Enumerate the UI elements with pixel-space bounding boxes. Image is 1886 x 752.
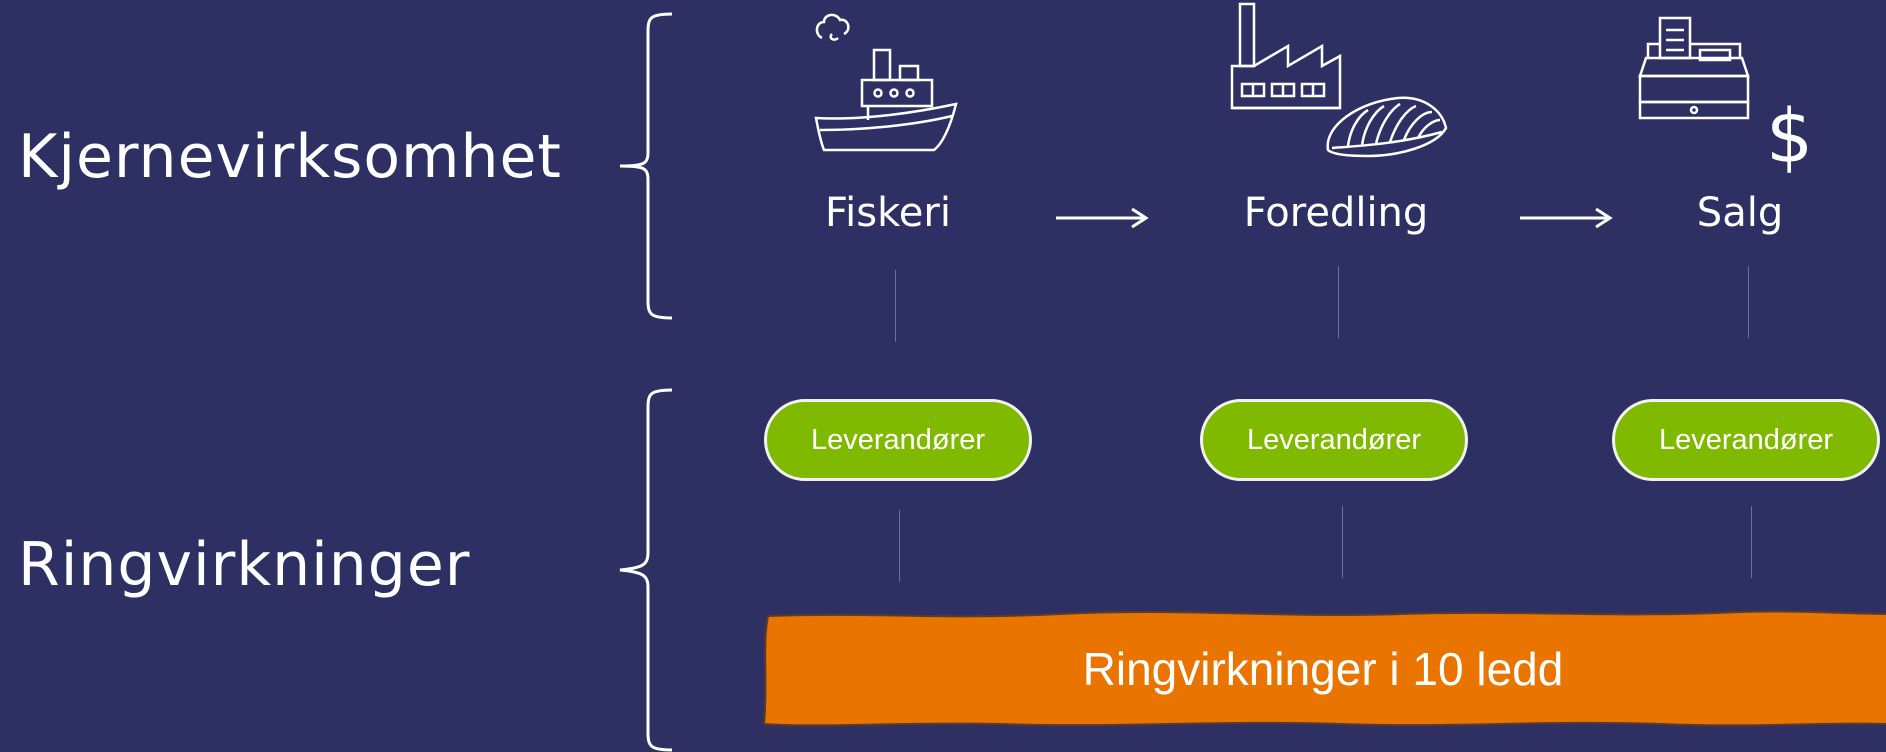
core-business-label: Kjernevirksomhet	[18, 122, 562, 192]
ripple-effects-banner-label: Ringvirkninger i 10 ledd	[1082, 643, 1564, 695]
connector-line	[1751, 506, 1752, 578]
ripple-effects-label: Ringvirkninger	[18, 530, 471, 600]
connector-line	[1748, 266, 1749, 338]
ripple-effects-banner	[763, 610, 1886, 727]
supplier-box-salg: Leverandører	[1612, 399, 1880, 481]
connector-line	[1342, 506, 1343, 578]
arrow-right-icon	[1520, 207, 1613, 229]
step-foredling-label: Foredling	[1243, 190, 1429, 236]
factory-fish-icon	[1230, 2, 1448, 158]
arrow-right-icon	[1056, 207, 1149, 229]
supplier-box-fiskeri: Leverandører	[764, 399, 1032, 481]
step-fiskeri-label: Fiskeri	[825, 190, 951, 236]
svg-text:$: $	[1766, 94, 1813, 174]
curly-brace-bottom	[619, 388, 673, 752]
cash-register-dollar-icon: $	[1638, 16, 1813, 174]
connector-line	[899, 510, 900, 582]
supplier-box-foredling: Leverandører	[1200, 399, 1468, 481]
curly-brace-top	[619, 12, 673, 320]
connector-line	[895, 270, 896, 342]
fishing-boat-icon	[814, 13, 958, 152]
connector-line	[1338, 266, 1339, 338]
step-salg-label: Salg	[1696, 190, 1784, 236]
